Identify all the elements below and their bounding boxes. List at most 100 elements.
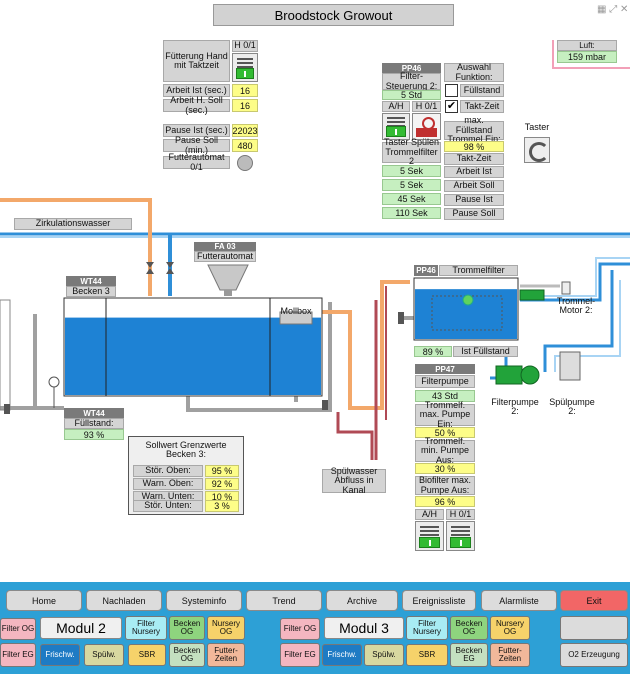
nav-home[interactable]: Home bbox=[6, 590, 82, 611]
m2-filter-og[interactable]: Filter OG bbox=[0, 618, 36, 640]
nav-nachladen[interactable]: Nachladen bbox=[86, 590, 162, 611]
pp46-header: PP46 bbox=[382, 63, 441, 73]
m3-spulw[interactable]: Spülw. bbox=[364, 644, 404, 666]
spulwasser-label: Spülwasser Abfluss in Kanal bbox=[322, 466, 386, 494]
nav-ereignissliste[interactable]: Ereignissliste bbox=[402, 590, 476, 611]
wt44-header: WT44 bbox=[66, 276, 116, 286]
pp47-bio-value[interactable]: 96 % bbox=[415, 496, 475, 507]
pp46-value-4: 110 Sek bbox=[382, 207, 441, 219]
pp47-label: Filterpumpe bbox=[415, 375, 475, 388]
pp47-h01-switch[interactable] bbox=[446, 521, 475, 551]
right-label-pause-ist: Pause Ist bbox=[444, 194, 504, 206]
trommel-motor-label: Trommel- Motor 2: bbox=[556, 295, 596, 315]
m2-sbr[interactable]: SBR bbox=[128, 644, 166, 666]
right-label-arbeit-ist: Arbeit Ist bbox=[444, 166, 504, 178]
pause-soll-label: Pause Soll (min.) bbox=[163, 135, 230, 154]
m2-spulw[interactable]: Spülw. bbox=[84, 644, 124, 666]
m2-filter-nursery[interactable]: Filter Nursery bbox=[125, 616, 167, 640]
m3-becken-eg[interactable]: Becken EG bbox=[450, 643, 488, 667]
m3-frischw[interactable]: Frischw. bbox=[322, 644, 362, 666]
grenz-value-4[interactable]: 3 % bbox=[205, 500, 239, 512]
nav-archive[interactable]: Archive bbox=[326, 590, 398, 611]
m2-frischw[interactable]: Frischw. bbox=[40, 644, 80, 666]
pp47-max-value[interactable]: 50 % bbox=[415, 427, 475, 438]
pp47-ah-switch[interactable] bbox=[415, 521, 444, 551]
m2-futter[interactable]: Futter- Zeiten bbox=[207, 643, 245, 667]
taster-label: Taster bbox=[522, 121, 552, 135]
right-label-takt: Takt-Zeit bbox=[444, 153, 504, 165]
pp46-label: Filter- Steuerung 2: bbox=[382, 71, 441, 90]
m2-filter-eg[interactable]: Filter EG bbox=[0, 643, 36, 667]
trommel-fill-value: 89 % bbox=[414, 346, 452, 357]
fa03-label: Futterautomat bbox=[194, 251, 256, 262]
pp46-ah-switch[interactable] bbox=[382, 113, 410, 140]
pp46-ah-label: A/H bbox=[382, 101, 410, 112]
fullstand-option-label: Füllstand bbox=[460, 84, 504, 97]
wt44-label: Becken 3 bbox=[66, 286, 116, 297]
window-icons[interactable]: ▦ ⤢ ✕ bbox=[597, 4, 629, 15]
mollbox-label: Mollbox bbox=[280, 305, 312, 316]
pp47-max-label: Trommelf. max. Pumpe Ein: bbox=[415, 400, 475, 428]
pp46-std: 5 Std bbox=[382, 90, 441, 100]
m2-becken-eg[interactable]: Becken OG bbox=[169, 643, 205, 667]
takt-zeit-checkbox[interactable]: ✔ bbox=[445, 100, 458, 113]
m3-filter-nursery[interactable]: Filter Nursery bbox=[406, 616, 448, 640]
pp46-h01-switch[interactable] bbox=[412, 113, 441, 140]
page-title: Broodstock Growout bbox=[213, 4, 454, 26]
trommel-header: PP46 bbox=[414, 265, 438, 276]
grenz-label-2: Warn. Oben: bbox=[133, 478, 203, 490]
m3-nursery-og[interactable]: Nursery OG bbox=[490, 616, 530, 640]
pp46-value-1: 5 Sek bbox=[382, 165, 441, 177]
grenz-value-1[interactable]: 95 % bbox=[205, 465, 239, 477]
pp46-value-2: 5 Sek bbox=[382, 179, 441, 191]
taster-button[interactable] bbox=[524, 137, 550, 163]
wt44b-label: Füllstand: bbox=[64, 418, 124, 429]
spulpumpe-label: Spülpumpe 2: bbox=[549, 396, 595, 416]
grenz-label-4: Stör. Unten: bbox=[133, 500, 203, 512]
pp46-h01-label: H 0/1 bbox=[412, 101, 441, 112]
auswahl-label: Auswahl Funktion: bbox=[444, 62, 504, 82]
right-label-pause-soll: Pause Soll bbox=[444, 208, 504, 220]
filterpumpe-label: Filterpumpe 2: bbox=[491, 396, 539, 416]
m3-sbr[interactable]: SBR bbox=[406, 644, 448, 666]
m2-becken-og[interactable]: Becken OG bbox=[169, 616, 205, 640]
right-label-arbeit-soll: Arbeit Soll bbox=[444, 180, 504, 192]
feeding-h01-label: H 0/1 bbox=[232, 40, 258, 52]
arbeit-ist-value: 16 bbox=[232, 84, 258, 97]
pp47-ah-label: A/H bbox=[415, 509, 444, 520]
pp46-value-3: 45 Sek bbox=[382, 193, 441, 205]
modul-2-label: Modul 2 bbox=[40, 617, 122, 639]
arbeit-soll-value[interactable]: 16 bbox=[232, 99, 258, 112]
grenz-value-2[interactable]: 92 % bbox=[205, 478, 239, 490]
nav-exit[interactable]: Exit bbox=[560, 590, 628, 611]
feeding-h01-switch[interactable] bbox=[232, 53, 258, 82]
max-fullstand-value[interactable]: 98 % bbox=[444, 141, 504, 152]
nav-alarmliste[interactable]: Alarmliste bbox=[481, 590, 557, 611]
grenz-label-1: Stör. Oben: bbox=[133, 465, 203, 477]
m3-filter-eg[interactable]: Filter EG bbox=[280, 643, 320, 667]
m2-nursery-og[interactable]: Nursery OG bbox=[207, 616, 245, 640]
luft-label: Luft: bbox=[557, 40, 617, 51]
o2-erzeugung-button[interactable]: O2 Erzeugung bbox=[560, 643, 628, 667]
trommel-fill-label: Ist Füllstand bbox=[453, 346, 518, 357]
luft-value: 159 mbar bbox=[557, 51, 617, 63]
pause-ist-label: Pause Ist (sec.) bbox=[163, 124, 230, 137]
futterautomat-label: Futterautomat 0/1 bbox=[163, 152, 230, 171]
m3-becken-og[interactable]: Becken OG bbox=[450, 616, 488, 640]
nav-systeminfo[interactable]: Systeminfo bbox=[166, 590, 242, 611]
pause-soll-value[interactable]: 480 bbox=[232, 139, 258, 152]
zirkulation-label: Zirkulationswasser bbox=[14, 218, 132, 230]
pp47-header: PP47 bbox=[415, 364, 475, 374]
fa03-header: FA 03 bbox=[194, 242, 256, 251]
pp47-min-value[interactable]: 30 % bbox=[415, 463, 475, 474]
fullstand-checkbox[interactable] bbox=[445, 84, 458, 97]
nav-trend[interactable]: Trend bbox=[246, 590, 322, 611]
max-fullstand-label: max. Füllstand Trommel Ein: bbox=[444, 116, 504, 144]
arbeit-soll-label: Arbeit H. Soll (sec.) bbox=[163, 95, 230, 114]
m3-filter-og[interactable]: Filter OG bbox=[280, 618, 320, 640]
wt44b-header: WT44 bbox=[64, 408, 124, 418]
modul-3-label: Modul 3 bbox=[324, 617, 404, 639]
m3-futter[interactable]: Futter- Zeiten bbox=[490, 643, 530, 667]
blank-button[interactable] bbox=[560, 616, 628, 640]
pp46-taster-label: Taster Spülen Trommelfilter 2 bbox=[382, 137, 441, 167]
